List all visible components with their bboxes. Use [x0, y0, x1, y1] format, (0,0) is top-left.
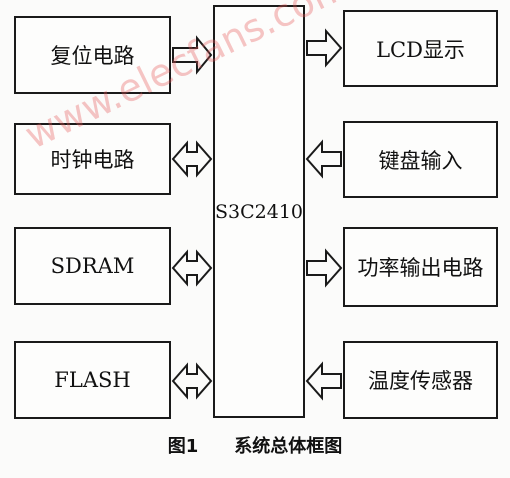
- cpu-label: S3C2410: [215, 200, 303, 223]
- cpu-block: S3C2410: [213, 5, 305, 418]
- lcd-display-label: LCD显示: [376, 37, 465, 62]
- reset-to-cpu-arrow: [172, 35, 213, 75]
- sdram-cpu-double-arrow: [171, 249, 213, 287]
- reset-circuit-label: 复位电路: [50, 44, 135, 68]
- temperature-sensor-block: 温度传感器: [343, 341, 498, 419]
- keyboard-input-label: 键盘输入: [378, 148, 463, 173]
- sdram-label: SDRAM: [50, 254, 135, 278]
- power-output-block: 功率输出电路: [343, 227, 498, 307]
- figure-number: 图1: [167, 436, 199, 457]
- temperature-sensor-label: 温度传感器: [368, 369, 473, 393]
- lcd-display-block: LCD显示: [343, 10, 498, 87]
- clock-cpu-double-arrow: [171, 140, 213, 178]
- keyboard-input-block: 键盘输入: [343, 121, 498, 198]
- cpu-to-lcd-arrow: [306, 28, 343, 68]
- cpu-to-power-arrow: [306, 248, 343, 288]
- sensor-to-cpu-arrow: [305, 361, 342, 401]
- clock-circuit-label: 时钟电路: [50, 148, 135, 172]
- clock-circuit-block: 时钟电路: [14, 123, 171, 195]
- keyboard-to-cpu-arrow: [305, 139, 342, 179]
- figure-caption: 图1 系统总体框图: [0, 432, 510, 458]
- flash-block: FLASH: [14, 341, 171, 419]
- flash-label: FLASH: [54, 368, 131, 392]
- power-output-label: 功率输出电路: [357, 256, 484, 280]
- figure-title: 系统总体框图: [234, 436, 343, 457]
- reset-circuit-block: 复位电路: [14, 16, 171, 94]
- sdram-block: SDRAM: [14, 227, 171, 305]
- flash-cpu-double-arrow: [171, 362, 213, 400]
